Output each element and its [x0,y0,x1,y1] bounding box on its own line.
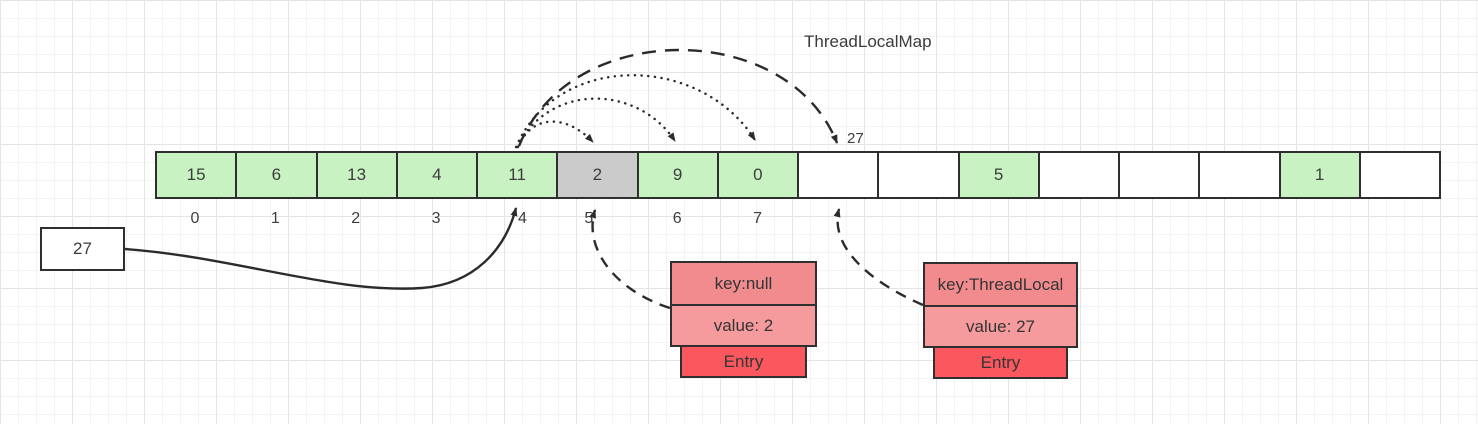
array-cell-3: 4 [397,153,478,197]
entry-tag-text: Entry [723,351,764,371]
array-cell-12 [1120,153,1201,197]
index-label-7: 7 [753,210,763,227]
cell-value: 13 [347,165,367,184]
array-cell-15 [1360,153,1439,197]
index-label-2: 2 [351,210,361,227]
cell-value: 1 [1314,165,1325,184]
array-cell-5: 2 [558,153,639,197]
entry-box-live: key:ThreadLocal value: 27 Entry [923,262,1078,379]
entry-link-live-to-slot8 [833,208,924,307]
array-cell-7: 0 [718,153,799,197]
array-cell-6: 9 [638,153,719,197]
value-box: 27 [40,227,125,271]
array-cell-1: 6 [237,153,318,197]
entry-value-text: value: 2 [713,315,774,335]
diagram-title: ThreadLocalMap [804,32,932,51]
array-cell-4: 11 [478,153,559,197]
value-box-label: 27 [73,239,92,258]
entry-key-row: key:null [670,261,817,306]
cell-value: 5 [993,165,1004,184]
entry-tag-text: Entry [980,352,1021,372]
cell-value: 11 [508,165,526,184]
cell-value: 6 [271,165,282,184]
array-cell-9 [879,153,960,197]
array-cell-14: 1 [1280,153,1361,197]
array-cell-11 [1039,153,1120,197]
index-label-5: 5 [584,210,594,227]
entry-key-text: key:null [714,273,773,293]
entry-value-row: value: 27 [923,305,1078,348]
index-label-1: 1 [270,210,280,227]
probe-arc-to-slot7 [514,74,757,149]
entry-tag: Entry [680,345,807,378]
index-label-0: 0 [190,210,200,227]
cell-value: 0 [753,165,763,184]
probe-arc-to-slot5 [516,120,595,149]
index-label-3: 3 [431,210,441,227]
entry-box-stale: key:null value: 2 Entry [670,261,817,378]
insert-curve-27-to-slot4 [124,207,518,290]
index-label-6: 6 [672,210,682,227]
entry-key-text: key:ThreadLocal [937,274,1064,294]
entry-key-row: key:ThreadLocal [923,262,1078,307]
array-cell-10: 5 [959,153,1040,197]
cell-value: 15 [186,165,206,184]
array-cell-8 [799,153,880,197]
array-cell-13 [1200,153,1281,197]
entry-link-stale-to-slot5 [589,209,671,310]
bucket-array: 15 6 13 4 11 2 9 0 5 1 [155,151,1441,199]
hash-result-label: 27 [847,130,864,147]
rehash-arc-to-slot8 [517,48,839,147]
cell-value: 4 [432,165,442,184]
array-cell-2: 13 [317,153,398,197]
index-label-4: 4 [518,210,527,227]
cell-value: 9 [672,165,683,184]
entry-tag: Entry [933,346,1068,379]
entry-value-text: value: 27 [966,316,1035,336]
entry-value-row: value: 2 [670,304,817,347]
array-cell-0: 15 [157,153,238,197]
cell-value: 2 [592,165,603,184]
